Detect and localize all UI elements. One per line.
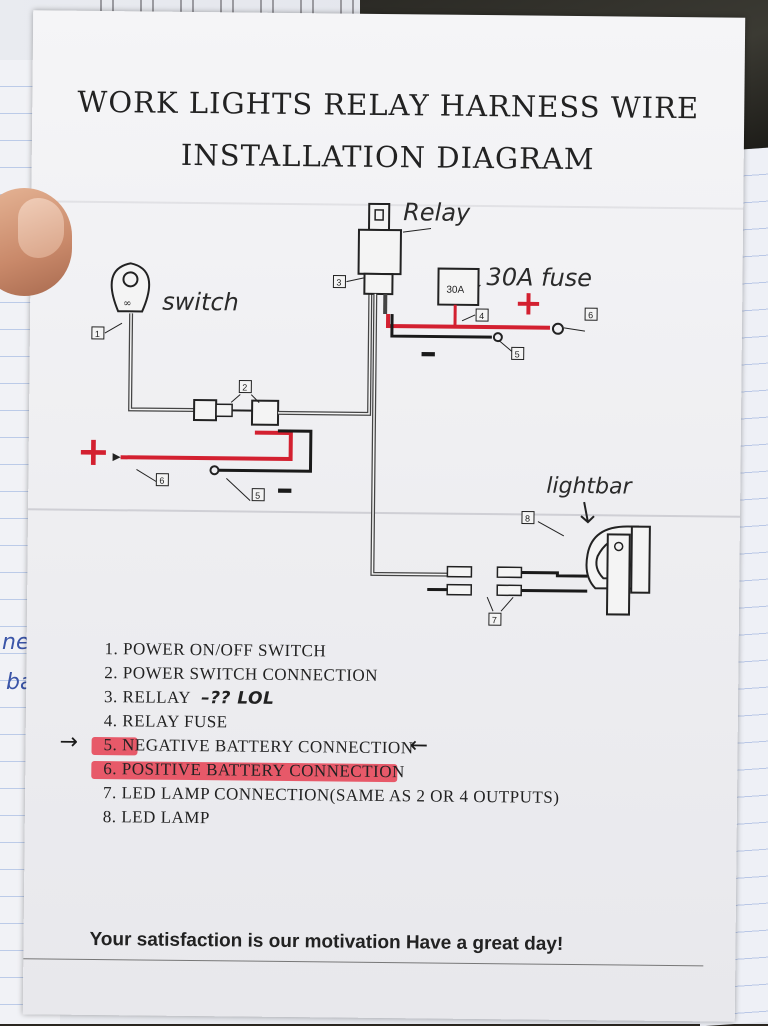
- arrow-left-icon: ←: [409, 734, 428, 758]
- legend-item: 8. LED LAMP: [103, 805, 560, 834]
- instruction-sheet: WORK LIGHTS RELAY HARNESS WIRE INSTALLAT…: [23, 10, 745, 1021]
- parts-legend: 1. POWER ON/OFF SWITCH 2. POWER SWITCH C…: [103, 637, 561, 834]
- notebook-scribble: ne: [2, 630, 29, 655]
- switch-connector: [194, 400, 216, 420]
- callout-7: 7: [492, 615, 497, 625]
- wiring-diagram: ∞ 30A: [27, 10, 745, 637]
- callout-5b: 5: [255, 491, 260, 501]
- footer-message: Your satisfaction is our motivation Have…: [89, 929, 709, 957]
- legend-item-text: 7. LED LAMP CONNECTION(SAME AS 2 OR 4 OU…: [103, 783, 560, 807]
- switch-hand-label: switch: [162, 288, 239, 317]
- callout-8: 8: [525, 513, 530, 523]
- callout-6: 6: [588, 310, 593, 320]
- relay-icon: [358, 204, 401, 294]
- callout-1: 1: [95, 329, 100, 339]
- callout-6b: 6: [159, 476, 164, 486]
- legend-item-text: 3. RELLAY: [104, 687, 191, 707]
- negative-mark-left: –: [276, 469, 293, 509]
- callout-5: 5: [515, 349, 520, 359]
- footer-divider: [23, 958, 703, 966]
- legend-item-text: 4. RELAY FUSE: [104, 711, 228, 731]
- negative-mark-top: –: [420, 332, 437, 372]
- switch-icon: ∞: [111, 263, 149, 311]
- lightbar-hand-label: lightbar: [546, 474, 632, 500]
- fuse-rating-label: 30A: [446, 285, 464, 296]
- lightbar-icon: [586, 526, 650, 615]
- svg-text:∞: ∞: [123, 298, 131, 309]
- legend-handwritten-note: –?? LOL: [201, 688, 274, 709]
- legend-item-text: 2. POWER SWITCH CONNECTION: [104, 663, 378, 685]
- positive-mark-top: +: [514, 283, 543, 323]
- thumbnail-nail: [18, 198, 64, 258]
- legend-item-text: 1. POWER ON/OFF SWITCH: [104, 639, 326, 660]
- arrow-right-icon: →: [59, 731, 78, 755]
- legend-item-text: 6. POSITIVE BATTERY CONNECTION: [103, 759, 405, 781]
- callout-4: 4: [479, 311, 484, 321]
- callout-3: 3: [336, 277, 341, 287]
- legend-item-text: 8. LED LAMP: [103, 807, 210, 827]
- fuse-icon: 30A: [438, 269, 478, 305]
- relay-hand-label: Relay: [403, 198, 470, 227]
- lamp-connector-icon: [427, 566, 587, 596]
- callout-2: 2: [242, 383, 247, 393]
- legend-item-text: 5. NEGATIVE BATTERY CONNECTION: [103, 735, 413, 757]
- positive-mark-left: +: [76, 429, 110, 475]
